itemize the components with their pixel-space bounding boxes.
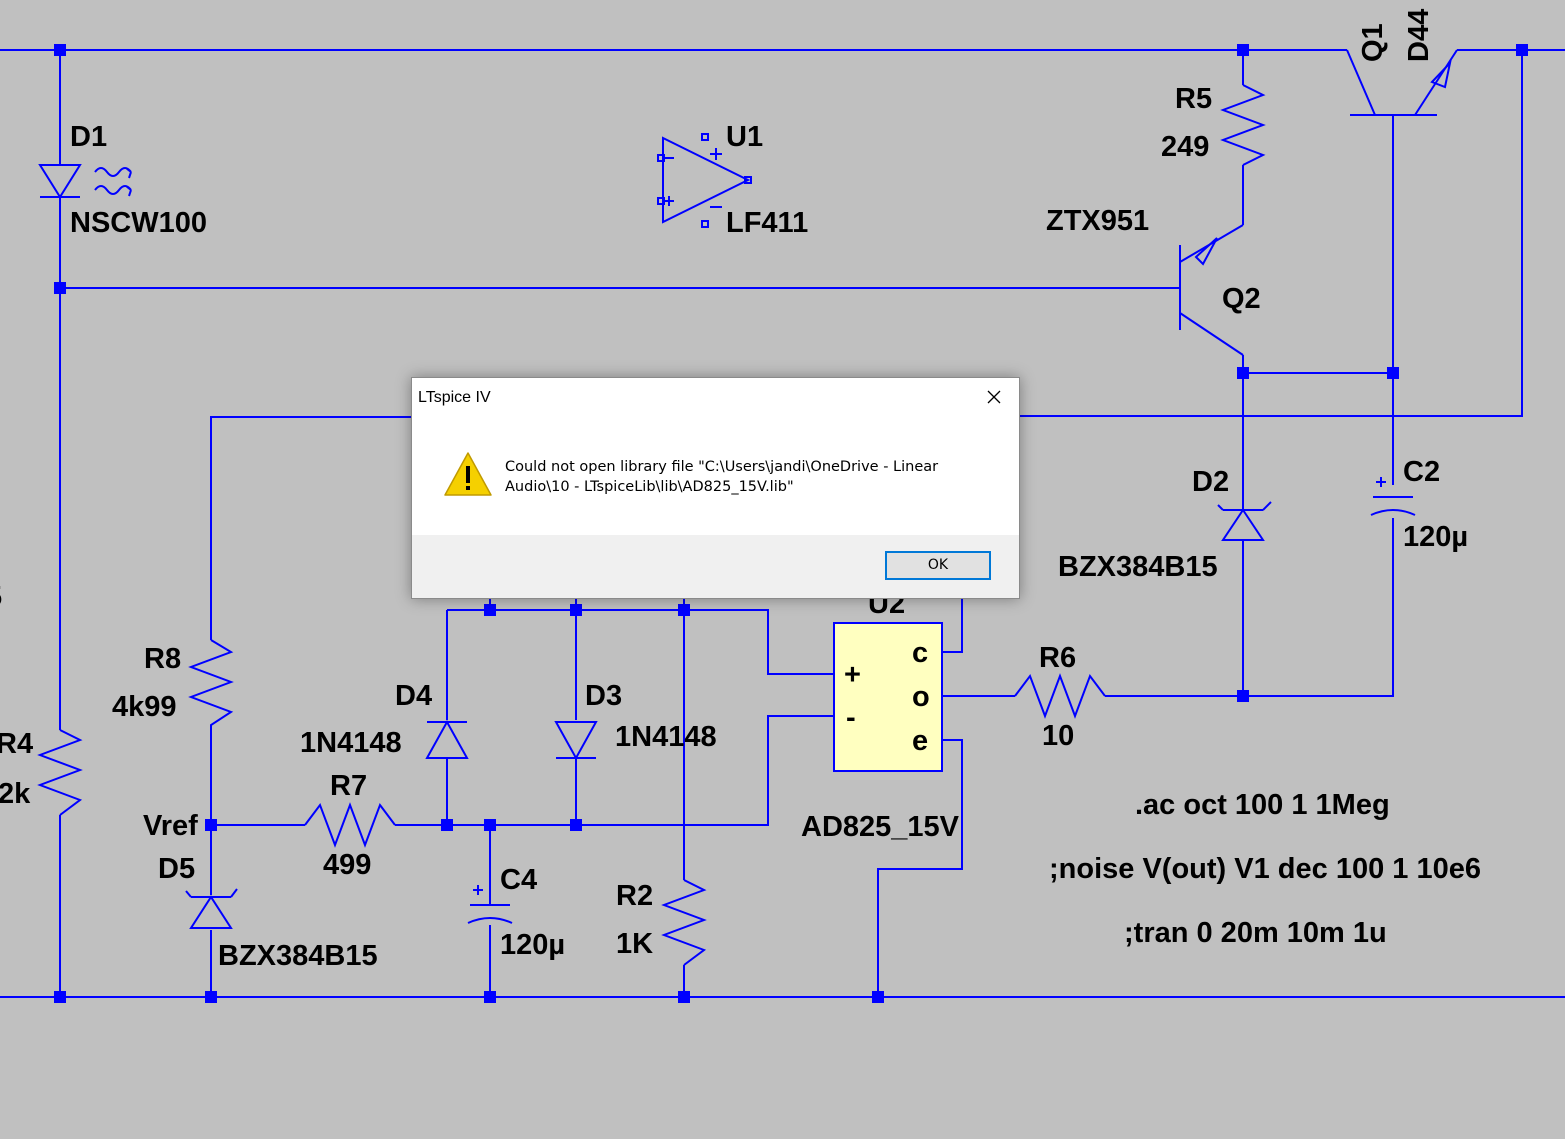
- r6-ref: R6: [1039, 642, 1076, 674]
- opamp-u2-symbol[interactable]: [833, 622, 943, 772]
- d1-ref: D1: [70, 121, 107, 153]
- error-dialog: LTspice IV Could not open library file "…: [411, 377, 1020, 599]
- r4-ref-clipped: R4: [0, 728, 33, 760]
- resistor-r2-symbol[interactable]: [661, 879, 707, 966]
- r2-ref: R2: [616, 880, 653, 912]
- u2-pin-minus: -: [846, 702, 856, 734]
- wires: [0, 49, 1565, 998]
- q1-ref: Q1: [1357, 23, 1389, 62]
- dialog-footer: OK: [412, 535, 1019, 598]
- led-d1-symbol[interactable]: [38, 164, 132, 199]
- d3-ref: D3: [585, 680, 622, 712]
- c4-ref: C4: [500, 864, 537, 896]
- r7-ref: R7: [330, 770, 367, 802]
- u1-ref: U1: [726, 121, 763, 153]
- r5-ref: R5: [1175, 83, 1212, 115]
- diode-d3-symbol[interactable]: [554, 721, 598, 761]
- transistor-q2-symbol[interactable]: [1179, 224, 1244, 356]
- d1-value: NSCW100: [70, 207, 207, 239]
- d4-ref: D4: [395, 680, 432, 712]
- u2-pin-c: c: [912, 637, 928, 669]
- r5-value: 249: [1161, 131, 1209, 163]
- r4-value-clipped: 2k: [0, 778, 31, 810]
- diode-d4-symbol[interactable]: [425, 719, 469, 759]
- junction-dots: [54, 44, 1528, 1003]
- d5-ref: D5: [158, 853, 195, 885]
- q1-value: D44: [1403, 9, 1435, 62]
- ok-button[interactable]: OK: [885, 551, 991, 580]
- spice-directive-noise[interactable]: ;noise V(out) V1 dec 100 1 10e6: [1049, 853, 1481, 885]
- r8-ref: R8: [144, 643, 181, 675]
- spice-directive-ac[interactable]: .ac oct 100 1 1Meg: [1135, 789, 1390, 821]
- r8-value: 4k99: [112, 691, 177, 723]
- u2-value: AD825_15V: [801, 811, 960, 843]
- capacitor-c4-symbol[interactable]: [467, 885, 513, 924]
- close-button[interactable]: [979, 384, 1009, 410]
- d4-value: 1N4148: [300, 727, 402, 759]
- left-edge-fragment: 5: [0, 581, 2, 613]
- zener-d2-symbol[interactable]: [1217, 501, 1272, 541]
- net-label-vref: Vref: [143, 810, 198, 842]
- resistor-r5-symbol[interactable]: [1220, 84, 1266, 166]
- resistor-r4-symbol[interactable]: [37, 729, 83, 816]
- r2-value: 1K: [616, 928, 653, 960]
- q2-ref: Q2: [1222, 283, 1261, 315]
- resistor-r7-symbol[interactable]: [304, 802, 396, 848]
- r6-value: 10: [1042, 720, 1074, 752]
- dialog-title: LTspice IV: [418, 389, 491, 406]
- transistor-q1-symbol[interactable]: [1346, 49, 1458, 116]
- c4-value: 120µ: [500, 929, 565, 961]
- u2-pin-plus: +: [844, 659, 861, 691]
- d2-value: BZX384B15: [1058, 551, 1218, 583]
- d3-value: 1N4148: [615, 721, 717, 753]
- d2-ref: D2: [1192, 466, 1229, 498]
- warning-icon: [444, 452, 492, 496]
- d5-value: BZX384B15: [218, 940, 378, 972]
- u2-pin-e: e: [912, 725, 928, 757]
- q2-value: ZTX951: [1046, 205, 1149, 237]
- resistor-r6-symbol[interactable]: [1014, 673, 1106, 719]
- u1-value: LF411: [726, 207, 808, 239]
- resistor-r8-symbol[interactable]: [188, 639, 234, 740]
- r7-value: 499: [323, 849, 371, 881]
- u2-pin-o: o: [912, 681, 930, 713]
- c2-ref: C2: [1403, 456, 1440, 488]
- c2-value: 120µ: [1403, 521, 1468, 553]
- opamp-u1-symbol[interactable]: [657, 133, 752, 228]
- close-icon: [987, 390, 1001, 404]
- dialog-message: Could not open library file "C:\Users\ja…: [505, 459, 939, 495]
- spice-directive-tran[interactable]: ;tran 0 20m 10m 1u: [1124, 917, 1387, 949]
- zener-d5-symbol[interactable]: [185, 888, 238, 929]
- capacitor-c2-symbol[interactable]: [1370, 477, 1416, 516]
